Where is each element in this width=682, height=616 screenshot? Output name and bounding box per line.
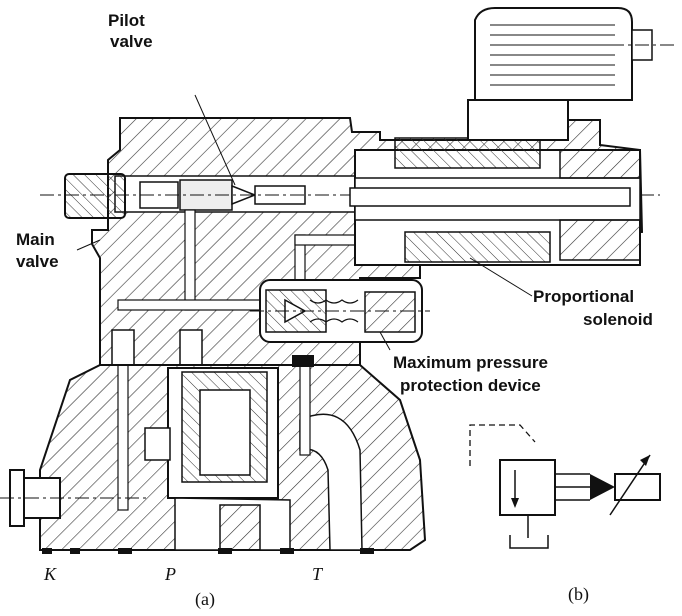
- label-port-p: P: [164, 564, 176, 584]
- lower-valve-body: [0, 329, 427, 554]
- label-pilot-valve-line1: Pilot: [108, 11, 145, 30]
- caption-a: (a): [195, 589, 215, 610]
- label-proportional-solenoid-line1: Proportional: [533, 287, 634, 306]
- label-port-t: T: [312, 564, 324, 584]
- label-main-valve-line1: Main: [16, 230, 55, 249]
- hydraulic-symbol: [469, 424, 661, 549]
- solenoid-connector: [467, 7, 675, 141]
- pilot-valve-bore: [40, 173, 660, 219]
- max-pressure-protection-device: [250, 279, 430, 343]
- leader-lines: [76, 94, 533, 351]
- proportional-solenoid: [349, 137, 641, 266]
- diagram-labels: Pilot valve Main valve Proportional sole…: [16, 11, 653, 610]
- label-max-pressure-line1: Maximum pressure: [393, 353, 548, 372]
- label-main-valve-line2: valve: [16, 252, 59, 271]
- label-pilot-valve-line2: valve: [110, 32, 153, 51]
- caption-b: (b): [568, 584, 589, 605]
- label-proportional-solenoid-line2: solenoid: [583, 310, 653, 329]
- label-max-pressure-line2: protection device: [400, 376, 541, 395]
- label-port-k: K: [43, 564, 57, 584]
